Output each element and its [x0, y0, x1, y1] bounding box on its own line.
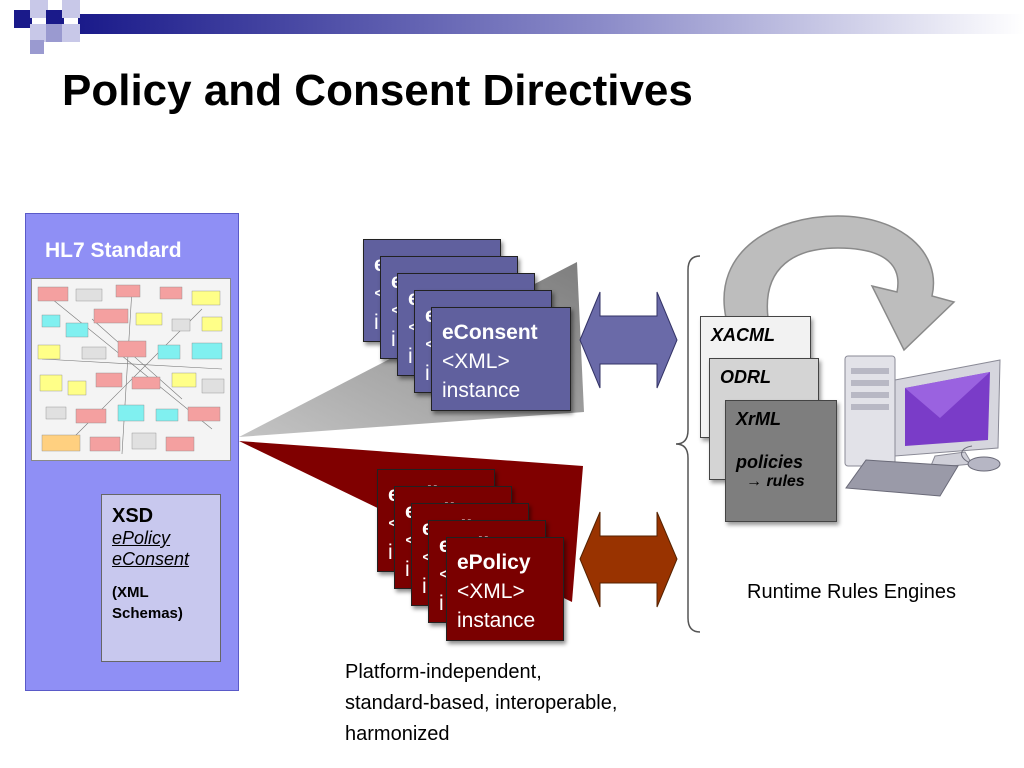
xacml-label: XACML: [711, 325, 775, 345]
curved-arrow: [723, 215, 956, 352]
econsent-card-fragment: i: [391, 328, 396, 351]
computer-icon: [844, 355, 1001, 497]
caption-line3: harmonized: [345, 723, 450, 745]
econsent-card-front: eConsent <XML> instance: [431, 307, 571, 411]
xml-schemas-line1: (XML: [112, 584, 149, 601]
econsent-link[interactable]: eConsent: [112, 549, 190, 569]
xsd-box: XSD ePolicy eConsent (XML Schemas): [101, 494, 221, 662]
epolicy-link[interactable]: ePolicy: [112, 528, 171, 548]
header-decoration: [14, 0, 1024, 54]
econsent-card-fragment: i: [408, 345, 413, 368]
uml-diagram-icon: [37, 284, 225, 455]
caption-line2: standard-based, interoperable,: [345, 692, 618, 714]
hl7-standard-label: HL7 Standard: [45, 239, 182, 262]
caption-line1: Platform-independent,: [345, 661, 542, 683]
right-arrow-icon: →: [746, 473, 762, 490]
econsent-card-fragment: i: [425, 362, 430, 385]
econsent-card-fragment: i: [374, 311, 379, 334]
policies-label: policies: [736, 452, 804, 472]
xml-schemas-line2: Schemas): [112, 605, 183, 622]
econsent-card-xml: <XML>: [442, 350, 510, 373]
rules-label: rules: [766, 473, 805, 490]
policy-double-arrow: [579, 511, 678, 608]
slide-title: Policy and Consent Directives: [62, 66, 693, 115]
xml-schemas-label: (XML Schemas): [112, 582, 220, 624]
odrl-label: ODRL: [720, 367, 771, 387]
econsent-card-instance: instance: [442, 379, 521, 402]
platform-caption: Platform-independent, standard-based, in…: [345, 657, 617, 750]
consent-double-arrow: [579, 291, 678, 389]
rules-line: → rules: [736, 473, 836, 491]
uml-diagram-thumbnail: [31, 278, 231, 461]
epolicy-card-fragment: i: [422, 575, 427, 598]
left-brace: [675, 255, 701, 633]
epolicy-card-fragment: i: [439, 592, 444, 615]
epolicy-card-fragment: i: [405, 558, 410, 581]
xrml-card: XrML policies → rules: [725, 400, 837, 522]
econsent-card-title: eConsent: [442, 321, 538, 344]
xsd-title: XSD: [112, 505, 154, 527]
runtime-rules-engines-label: Runtime Rules Engines: [747, 581, 956, 603]
epolicy-card-front: ePolicy <XML> instance: [446, 537, 564, 641]
epolicy-card-fragment: i: [388, 541, 393, 564]
epolicy-card-xml: <XML>: [457, 580, 525, 603]
epolicy-card-instance: instance: [457, 609, 536, 632]
xrml-label: XrML: [736, 409, 781, 429]
epolicy-card-title: ePolicy: [457, 551, 531, 574]
